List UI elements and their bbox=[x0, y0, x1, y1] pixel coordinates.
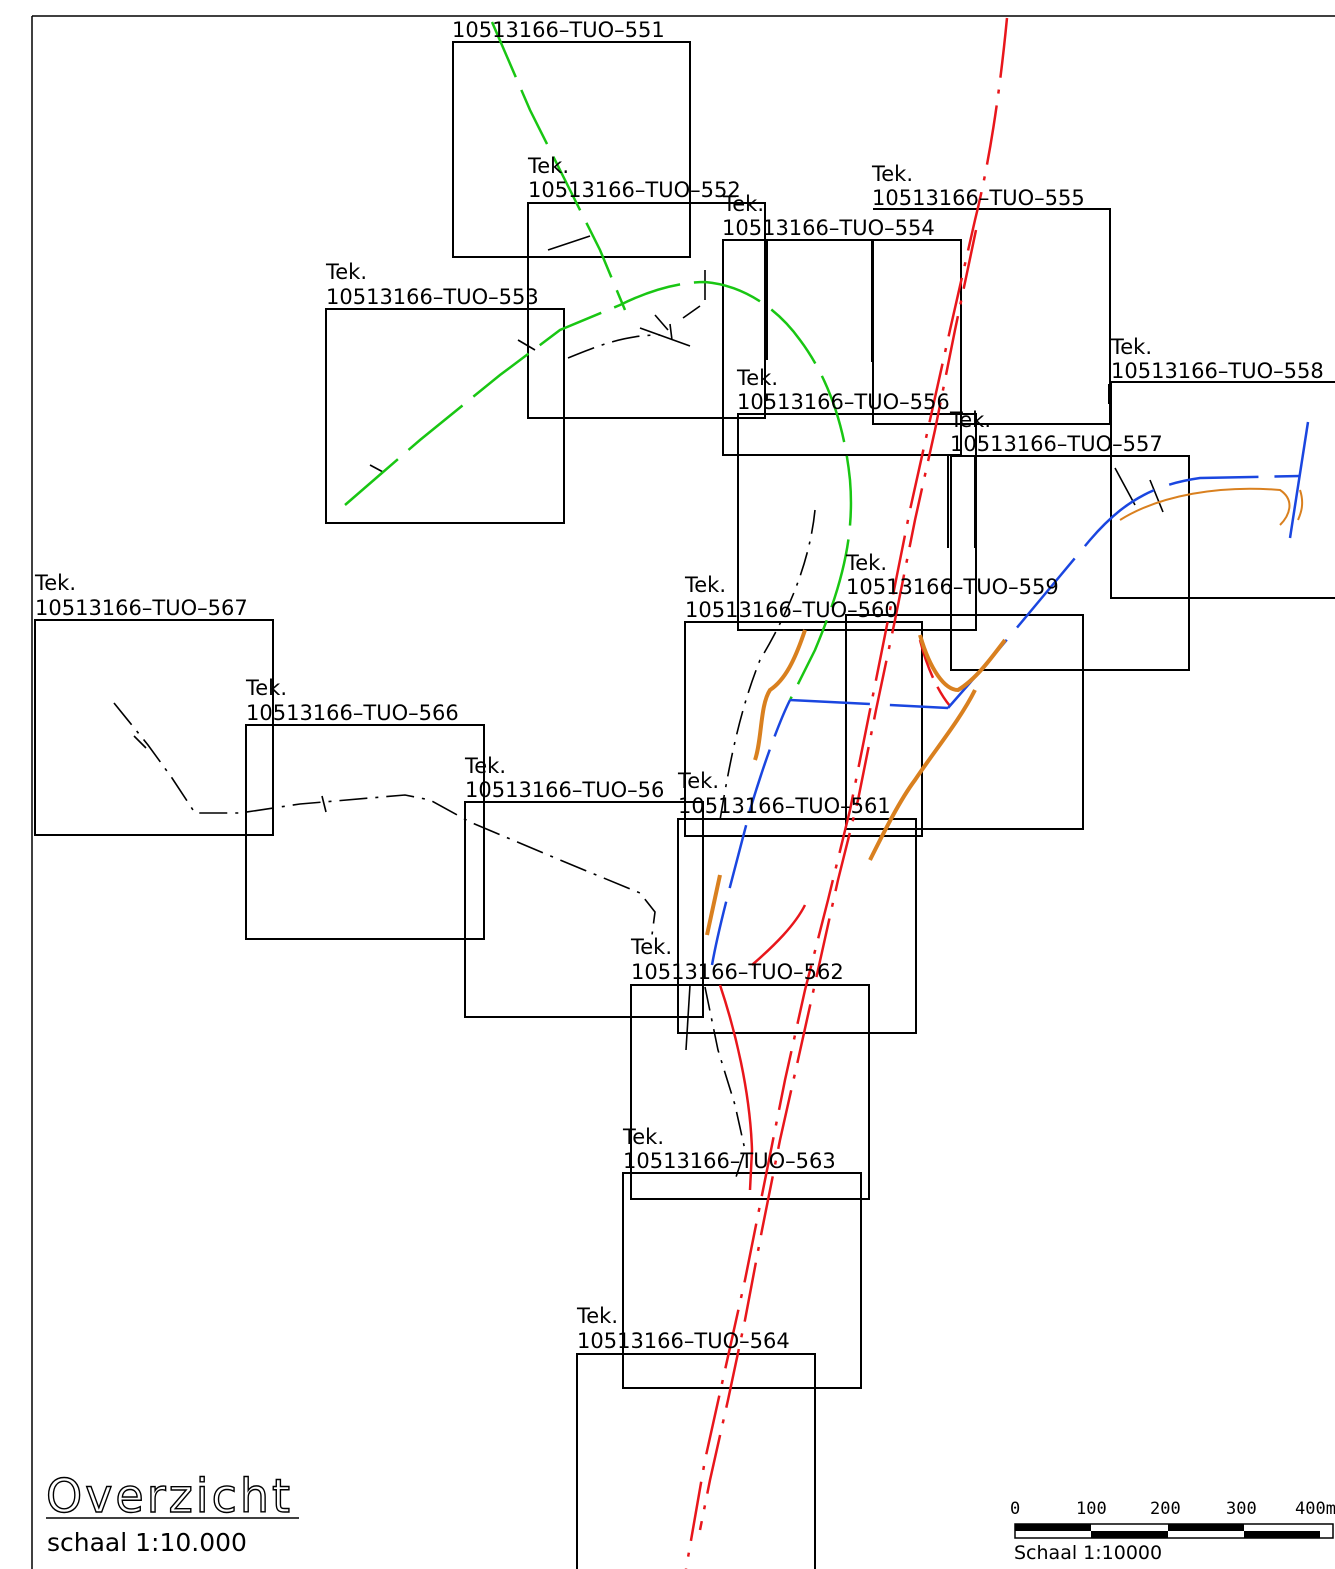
frame-560 bbox=[684, 621, 923, 837]
label-563: 10513166–TUO–563 bbox=[623, 1149, 836, 1173]
label-554: 10513166–TUO–554 bbox=[722, 216, 935, 240]
label-552: 10513166–TUO–552 bbox=[528, 178, 741, 202]
title-overzicht: Overzicht bbox=[46, 1469, 293, 1523]
title-scale: schaal 1:10.000 bbox=[47, 1528, 247, 1557]
scale-tick-400: 400m bbox=[1295, 1499, 1335, 1519]
label-554-prefix: Tek. bbox=[722, 192, 764, 216]
label-555: 10513166–TUO–555 bbox=[872, 186, 1085, 210]
label-556: 10513166–TUO–556 bbox=[737, 390, 950, 414]
label-557: 10513166–TUO–557 bbox=[950, 432, 1163, 456]
frame-557 bbox=[950, 455, 1190, 671]
label-566-prefix: Tek. bbox=[245, 676, 287, 700]
sheet-labels: 10513166–TUO–551 Tek. 10513166–TUO–552 T… bbox=[34, 18, 1324, 1353]
frame-559 bbox=[845, 614, 1084, 830]
frame-563 bbox=[622, 1172, 862, 1389]
label-567: 10513166–TUO–567 bbox=[35, 596, 248, 620]
frame-561 bbox=[677, 818, 917, 1034]
scale-tick-300: 300 bbox=[1226, 1499, 1257, 1519]
label-567-prefix: Tek. bbox=[34, 571, 76, 595]
label-564: 10513166–TUO–564 bbox=[577, 1329, 790, 1353]
scale-tick-100: 100 bbox=[1076, 1499, 1107, 1519]
label-564-prefix: Tek. bbox=[576, 1304, 618, 1328]
label-566: 10513166–TUO–566 bbox=[246, 701, 459, 725]
scale-bar-label: Schaal 1:10000 bbox=[1014, 1542, 1162, 1564]
title-block: Overzicht schaal 1:10.000 bbox=[45, 1468, 299, 1557]
label-555-prefix: Tek. bbox=[871, 162, 913, 186]
frame-566 bbox=[245, 724, 485, 940]
frame-551 bbox=[452, 41, 691, 258]
label-562-prefix: Tek. bbox=[630, 935, 672, 959]
label-558-prefix: Tek. bbox=[1110, 335, 1152, 359]
sheet-frames bbox=[34, 41, 1335, 1569]
frame-564 bbox=[576, 1353, 816, 1569]
label-565-prefix: Tek. bbox=[464, 754, 506, 778]
label-560: 10513166–TUO–560 bbox=[685, 598, 898, 622]
frame-562 bbox=[630, 984, 870, 1200]
label-552-prefix: Tek. bbox=[527, 154, 569, 178]
existing-lines bbox=[113, 235, 1164, 1181]
route-green bbox=[344, 21, 853, 701]
label-553: 10513166–TUO–553 bbox=[326, 285, 539, 309]
label-551: 10513166–TUO–551 bbox=[452, 18, 665, 42]
label-563-prefix: Tek. bbox=[622, 1125, 664, 1149]
label-565: 10513166–TUO–56 bbox=[465, 778, 664, 802]
label-559: 10513166–TUO–559 bbox=[846, 575, 1059, 599]
scale-tick-200: 200 bbox=[1150, 1499, 1181, 1519]
label-557-prefix: Tek. bbox=[949, 408, 991, 432]
label-558: 10513166–TUO–558 bbox=[1111, 359, 1324, 383]
label-556-prefix: Tek. bbox=[736, 366, 778, 390]
frame-552 bbox=[527, 202, 766, 419]
frame-554 bbox=[722, 239, 962, 456]
earthworks-orange bbox=[705, 487, 1304, 936]
drawing-border bbox=[31, 15, 1335, 1569]
scale-bar: 0 100 200 300 400m Schaal 1:10000 bbox=[1010, 1499, 1335, 1564]
label-561: 10513166–TUO–561 bbox=[678, 794, 891, 818]
label-560-prefix: Tek. bbox=[684, 573, 726, 597]
label-553-prefix: Tek. bbox=[325, 260, 367, 284]
frame-553 bbox=[325, 308, 565, 524]
label-562: 10513166–TUO–562 bbox=[631, 960, 844, 984]
route-red bbox=[684, 17, 1009, 1569]
label-561-prefix: Tek. bbox=[677, 769, 719, 793]
route-blue bbox=[710, 421, 1310, 966]
scale-tick-0: 0 bbox=[1010, 1499, 1020, 1519]
frame-565 bbox=[464, 801, 704, 1018]
frame-558 bbox=[1110, 381, 1335, 599]
label-559-prefix: Tek. bbox=[845, 551, 887, 575]
frame-567 bbox=[34, 619, 274, 836]
